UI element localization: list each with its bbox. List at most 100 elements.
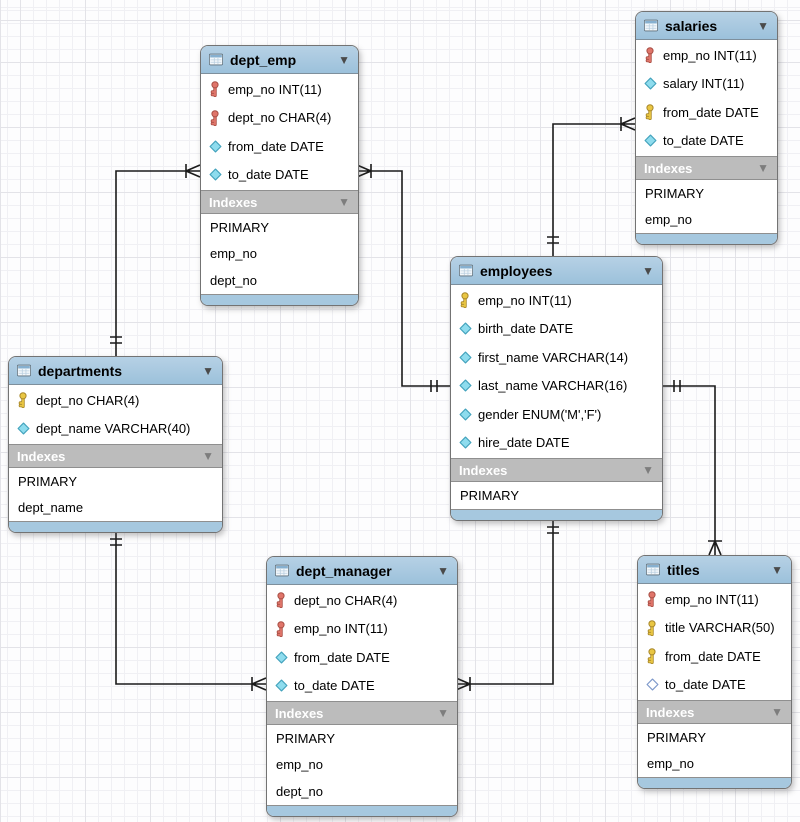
indexes-header[interactable]: Indexes ▼: [267, 701, 457, 725]
collapse-arrow-icon[interactable]: ▼: [202, 449, 214, 463]
column-row-title[interactable]: title VARCHAR(50): [638, 614, 791, 643]
index-row-dept_no[interactable]: dept_no: [210, 272, 257, 288]
collapse-arrow-icon[interactable]: ▼: [338, 195, 350, 209]
column-row-dept_no[interactable]: dept_no CHAR(4): [201, 104, 358, 133]
column-row-dept_name[interactable]: dept_name VARCHAR(40): [9, 415, 222, 444]
column-row-dept_no[interactable]: dept_no CHAR(4): [9, 386, 222, 415]
index-row-PRIMARY[interactable]: PRIMARY: [18, 473, 77, 489]
foreign-key-icon: [643, 47, 657, 64]
column-row-from_date[interactable]: from_date DATE: [638, 642, 791, 671]
column-row-last_name[interactable]: last_name VARCHAR(16): [451, 372, 662, 401]
indexes-label: Indexes: [644, 160, 693, 176]
index-row-PRIMARY[interactable]: PRIMARY: [210, 219, 269, 235]
collapse-arrow-icon[interactable]: ▼: [642, 263, 654, 278]
collapse-arrow-icon[interactable]: ▼: [338, 52, 350, 67]
table-icon: [209, 52, 223, 67]
column-row-emp_no[interactable]: emp_no INT(11): [201, 75, 358, 104]
column-row-to_date[interactable]: to_date DATE: [636, 127, 777, 156]
relationship-employees-titles[interactable]: [661, 380, 722, 556]
table-icon: [644, 18, 658, 33]
table-title: salaries: [665, 17, 718, 34]
column-row-emp_no[interactable]: emp_no INT(11): [267, 615, 457, 644]
index-row-dept_name[interactable]: dept_name: [18, 500, 84, 516]
table-node-departments[interactable]: departments ▼ dept_no CHAR(4) dept_name …: [8, 356, 223, 533]
collapse-arrow-icon[interactable]: ▼: [437, 563, 449, 578]
column-row-hire_date[interactable]: hire_date DATE: [451, 429, 662, 458]
column-label: from_date DATE: [663, 104, 759, 120]
column-label: emp_no INT(11): [294, 621, 388, 637]
table-header[interactable]: departments ▼: [9, 357, 222, 385]
relationship-employees-dept_emp[interactable]: [356, 164, 450, 392]
column-row-from_date[interactable]: from_date DATE: [267, 643, 457, 672]
table-footer: [9, 521, 222, 532]
table-title: departments: [38, 362, 123, 379]
index-row-emp_no[interactable]: emp_no: [210, 246, 257, 262]
indexes-section: PRIMARY emp_no: [636, 180, 777, 233]
indexes-header[interactable]: Indexes ▼: [638, 700, 791, 724]
indexes-header[interactable]: Indexes ▼: [636, 156, 777, 180]
column-row-from_date[interactable]: from_date DATE: [201, 132, 358, 161]
column-row-to_date[interactable]: to_date DATE: [267, 672, 457, 701]
column-label: emp_no INT(11): [478, 292, 572, 308]
column-label: gender ENUM('M','F'): [478, 406, 602, 422]
column-label: dept_no CHAR(4): [294, 592, 398, 608]
table-footer: [201, 293, 358, 305]
column-icon: [274, 679, 288, 692]
column-row-first_name[interactable]: first_name VARCHAR(14): [451, 343, 662, 372]
relationship-employees-salaries[interactable]: [547, 117, 636, 256]
indexes-header[interactable]: Indexes ▼: [9, 444, 222, 468]
column-row-emp_no[interactable]: emp_no INT(11): [638, 585, 791, 614]
table-header[interactable]: salaries ▼: [636, 12, 777, 40]
table-node-employees[interactable]: employees ▼ emp_no INT(11) birth_date DA…: [450, 256, 663, 521]
index-row-emp_no[interactable]: emp_no: [276, 757, 323, 773]
table-footer: [638, 777, 791, 788]
collapse-arrow-icon[interactable]: ▼: [771, 562, 783, 577]
relationship-departments-dept_manager[interactable]: [110, 526, 267, 691]
collapse-arrow-icon[interactable]: ▼: [642, 463, 654, 477]
table-node-salaries[interactable]: salaries ▼ emp_no INT(11) salary INT(11)…: [635, 11, 778, 245]
index-row-emp_no[interactable]: emp_no: [645, 212, 692, 228]
table-header[interactable]: dept_emp ▼: [201, 46, 358, 74]
relationship-departments-dept_emp[interactable]: [110, 164, 201, 356]
collapse-arrow-icon[interactable]: ▼: [771, 705, 783, 719]
column-row-birth_date[interactable]: birth_date DATE: [451, 315, 662, 344]
index-row-PRIMARY[interactable]: PRIMARY: [460, 487, 519, 503]
primary-key-icon: [643, 104, 657, 121]
index-row-PRIMARY[interactable]: PRIMARY: [647, 729, 706, 745]
column-label: from_date DATE: [294, 649, 390, 665]
table-node-dept_manager[interactable]: dept_manager ▼ dept_no CHAR(4) emp_no IN…: [266, 556, 458, 817]
primary-key-icon: [645, 619, 659, 636]
collapse-arrow-icon[interactable]: ▼: [437, 706, 449, 720]
column-row-from_date[interactable]: from_date DATE: [636, 98, 777, 127]
column-row-salary[interactable]: salary INT(11): [636, 70, 777, 99]
indexes-label: Indexes: [459, 462, 508, 478]
columns-section: dept_no CHAR(4) emp_no INT(11) from_date…: [267, 585, 457, 701]
foreign-key-icon: [208, 109, 222, 126]
indexes-header[interactable]: Indexes ▼: [451, 458, 662, 482]
indexes-header[interactable]: Indexes ▼: [201, 190, 358, 214]
column-label: to_date DATE: [228, 167, 309, 183]
column-row-gender[interactable]: gender ENUM('M','F'): [451, 400, 662, 429]
index-row-emp_no[interactable]: emp_no: [647, 756, 694, 772]
table-node-dept_emp[interactable]: dept_emp ▼ emp_no INT(11) dept_no CHAR(4…: [200, 45, 359, 306]
relationship-employees-dept_manager[interactable]: [455, 514, 559, 691]
collapse-arrow-icon[interactable]: ▼: [202, 363, 214, 378]
indexes-section: PRIMARY dept_name: [9, 468, 222, 521]
index-row-dept_no[interactable]: dept_no: [276, 783, 323, 799]
indexes-section: PRIMARY emp_no dept_no: [267, 725, 457, 805]
foreign-key-icon: [274, 592, 288, 609]
column-row-dept_no[interactable]: dept_no CHAR(4): [267, 586, 457, 615]
table-node-titles[interactable]: titles ▼ emp_no INT(11) title VARCHAR(50…: [637, 555, 792, 789]
column-row-emp_no[interactable]: emp_no INT(11): [636, 41, 777, 70]
table-header[interactable]: titles ▼: [638, 556, 791, 584]
column-row-to_date[interactable]: to_date DATE: [201, 161, 358, 190]
column-row-emp_no[interactable]: emp_no INT(11): [451, 286, 662, 315]
table-header[interactable]: dept_manager ▼: [267, 557, 457, 585]
collapse-arrow-icon[interactable]: ▼: [757, 18, 769, 33]
table-header[interactable]: employees ▼: [451, 257, 662, 285]
index-row-PRIMARY[interactable]: PRIMARY: [645, 185, 704, 201]
collapse-arrow-icon[interactable]: ▼: [757, 161, 769, 175]
column-row-to_date[interactable]: to_date DATE: [638, 671, 791, 700]
index-row-PRIMARY[interactable]: PRIMARY: [276, 730, 335, 746]
columns-section: emp_no INT(11) birth_date DATE first_nam…: [451, 285, 662, 458]
